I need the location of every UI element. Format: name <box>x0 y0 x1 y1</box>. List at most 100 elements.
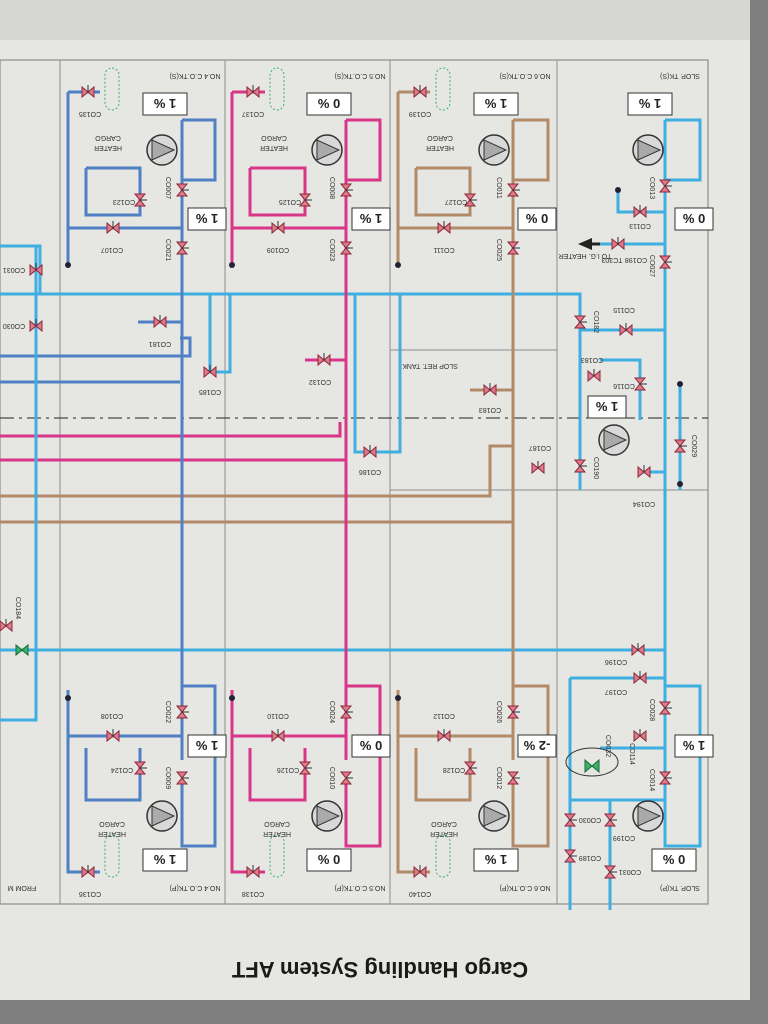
valve-label: CO030 <box>579 816 601 823</box>
valve-label: CO007 <box>164 177 171 199</box>
valve-label: CO181 <box>149 340 171 347</box>
valve-label: CO031 <box>3 266 25 273</box>
valve-label: CO190 <box>592 457 599 479</box>
valve-label: CO107 <box>101 246 123 253</box>
level-no5s-mid: 1 % <box>359 211 382 226</box>
level-no4s-mid: 1 % <box>195 211 218 226</box>
valve-label: CO139 <box>409 110 431 117</box>
valve-label: CO031 <box>619 868 641 875</box>
valve-label: CO008 <box>328 177 335 199</box>
to-ig-heater-note: TO I.G. HEATER <box>559 252 612 259</box>
valve-label: CO125 <box>279 198 301 205</box>
valve-label: CO140 <box>409 890 431 897</box>
level-no5s-top: 0 % <box>317 96 340 111</box>
valve-label: CO021 <box>164 239 171 261</box>
tank-slop-s: 1 % 0 % SLOP. TK(S) TO I.G. HEATER CO013… <box>559 72 714 277</box>
tank-no5-p: 0 % 0 % NO.5 C.O.TK(P) CARGO HEATER CO11… <box>229 684 391 897</box>
level-slops-mid: 0 % <box>682 211 705 226</box>
tank-label-no5p: NO.5 C.O.TK(P) <box>335 884 386 891</box>
level-slopp-mid: 1 % <box>682 738 705 753</box>
level-slops-top: 1 % <box>638 96 661 111</box>
valve-label: CO022 <box>164 701 171 723</box>
valve-label: CO028 <box>648 699 655 721</box>
valve-label: TC303 <box>601 256 622 263</box>
valve-label: CO013 <box>648 177 655 199</box>
diagram-frame <box>0 59 709 905</box>
valve-label: CO113 <box>629 222 651 229</box>
level-no5p-bot: 0 % <box>317 852 340 867</box>
valve-label: CO198 <box>625 256 647 263</box>
valve-label: CO023 <box>328 239 335 261</box>
tank-slop-p: 1 % 0 % SLOP. TK(P) CO197 CO028 CO114 CO… <box>564 650 714 910</box>
level-slopp-bot: 0 % <box>662 852 685 867</box>
heater-label: CARGO <box>431 820 457 827</box>
valve-label: CO024 <box>328 701 335 723</box>
valve-label: CO126 <box>277 766 299 773</box>
tank-label-slopp: SLOP. TK(P) <box>660 884 700 891</box>
valve-label: CO109 <box>267 246 289 253</box>
level-no6p-bot: 1 % <box>484 852 507 867</box>
level-slopret: 1 % <box>595 399 618 414</box>
tank-no6-s: 1 % 0 % NO.6 C.O.TK(S) CARGO HEATER CO13… <box>395 67 557 268</box>
tank-no6-p: -2 % 1 % NO.6 C.O.TK(P) CARGO HEATER CO1… <box>395 684 557 897</box>
valve-label: CO011 <box>495 177 502 199</box>
diagram-title: Cargo Handling System AFT <box>231 957 528 982</box>
valve-label: CO197 <box>605 688 627 695</box>
valve-label: CO194 <box>633 500 655 507</box>
level-no4s-top: 1 % <box>153 96 176 111</box>
valve-label: CO032 <box>604 735 611 757</box>
valve-label: CO110 <box>267 712 289 719</box>
level-no6p-mid: -2 % <box>523 738 550 753</box>
tank-no4-p: 1 % 1 % NO.4 C.O.TK(P) CARGO HEATER CO10… <box>65 684 227 897</box>
valve-label: CO183 <box>479 406 501 413</box>
heater-label: HEATER <box>98 830 126 837</box>
tank-label-no6s: NO.6 C.O.TK(S) <box>500 72 551 79</box>
valve-label: CO026 <box>495 701 502 723</box>
heater-label: CARGO <box>264 820 290 827</box>
middle-band: CO031 CO030 CO181 CO185 CO132 SLOP RET. … <box>0 262 697 665</box>
valve-label: CO012 <box>495 767 502 789</box>
valve-label: CO027 <box>648 255 655 277</box>
tank-no4-s: 1 % 1 % NO.4 C.O.TK(S) CARGO HEATER CO13… <box>65 67 227 268</box>
heater-label: CARGO <box>427 134 453 141</box>
valve-label: CO136 <box>79 890 101 897</box>
tank-label-no4s: NO.4 C.O.TK(S) <box>170 72 221 79</box>
valve-label: CO014 <box>648 769 655 791</box>
heater-label: CARGO <box>95 134 121 141</box>
heater-label: HEATER <box>260 144 288 151</box>
valve-label: CO111 <box>433 246 454 253</box>
valve-label: CO010 <box>328 767 335 789</box>
level-no4p-bot: 1 % <box>153 852 176 867</box>
valve-label: CO189 <box>579 854 601 861</box>
valve-label: CO196 <box>605 658 627 665</box>
valve-label: CO025 <box>495 239 502 261</box>
slop-ret-note: SLOP RET. TANK <box>402 362 458 369</box>
valve-label: CO184 <box>14 597 21 619</box>
valve-label: CO187 <box>529 444 551 451</box>
valve-label: CO029 <box>690 435 697 457</box>
valve-label: CO108 <box>101 712 123 719</box>
valve-label: CO114 <box>628 743 635 765</box>
valve-label: CO009 <box>164 767 171 789</box>
valve-label: CO115 <box>613 306 635 313</box>
valve-label: CO135 <box>79 110 101 117</box>
valve-label: CO127 <box>445 198 467 205</box>
heater-label: CARGO <box>99 820 125 827</box>
valve-label: CO132 <box>309 378 331 385</box>
valve-label: CO185 <box>199 388 221 395</box>
valve-label: CO116 <box>613 382 635 389</box>
valve-label: CO137 <box>242 110 264 117</box>
level-no4p-mid: 1 % <box>195 738 218 753</box>
tank-label-no4p: NO.4 C.O.TK(P) <box>170 884 221 891</box>
level-no6s-top: 1 % <box>484 96 507 111</box>
heater-label: HEATER <box>263 830 291 837</box>
heater-label: HEATER <box>426 144 454 151</box>
tank-label-no6p: NO.6 C.O.TK(P) <box>500 884 551 891</box>
valve-label: CO138 <box>242 890 264 897</box>
tank-label-slops: SLOP. TK(S) <box>660 72 700 79</box>
valve-label: CO182 <box>592 311 599 333</box>
from-note: FROM M <box>8 884 37 891</box>
valve-label: CO030 <box>3 322 25 329</box>
tank-no5-s: 0 % 1 % NO.5 C.O.TK(S) CARGO HEATER CO13… <box>229 67 391 268</box>
